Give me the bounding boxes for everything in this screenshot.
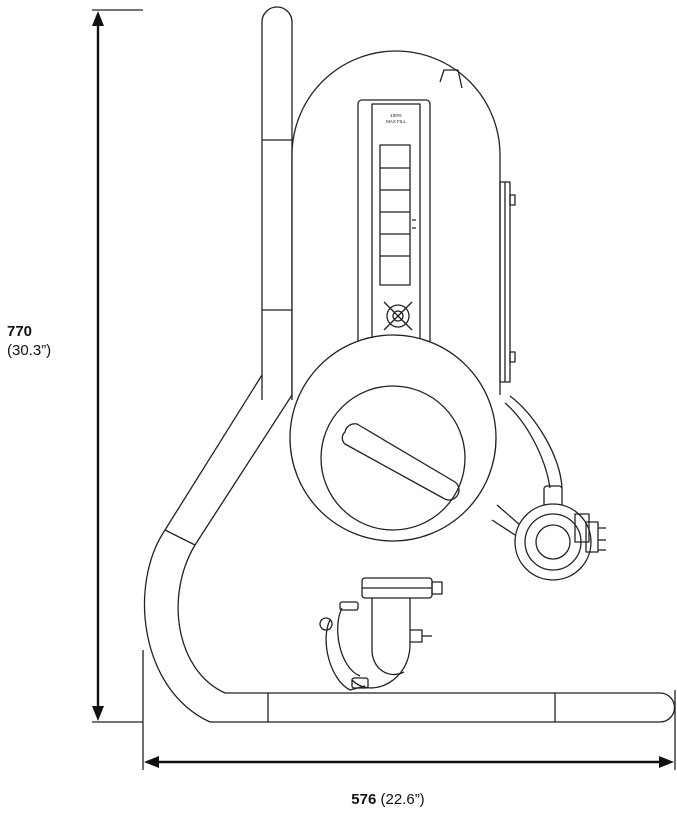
pump-motor-icon [514, 503, 592, 581]
width-value: 576 [351, 791, 377, 808]
round-lid [289, 334, 497, 542]
arrow-up-icon [92, 11, 104, 26]
vertical-handle [261, 6, 293, 400]
arrow-down-icon [92, 706, 104, 721]
lid-handle [341, 423, 460, 501]
width-imperial: (22.6”) [380, 791, 425, 808]
height-imperial: (30.3”) [7, 342, 52, 359]
height-dimension-label: 770 (30.3”) [7, 322, 51, 360]
height-value: 770 [7, 323, 33, 340]
arrow-left-icon [144, 756, 159, 768]
width-dimension [142, 650, 676, 770]
gauge-label-line2: MAX FILL [386, 119, 407, 124]
outlet-clamp [319, 577, 443, 691]
level-gauge [357, 99, 431, 351]
tank-body [291, 50, 516, 395]
height-dimension [92, 9, 143, 723]
width-dimension-label: 576 (22.6”) [318, 790, 458, 809]
gauge-label-line1: 100% [390, 113, 402, 118]
gauge-valve-icon [386, 304, 410, 328]
arrow-right-icon [659, 756, 674, 768]
frame-base [143, 374, 676, 723]
pump-assembly [491, 395, 606, 581]
